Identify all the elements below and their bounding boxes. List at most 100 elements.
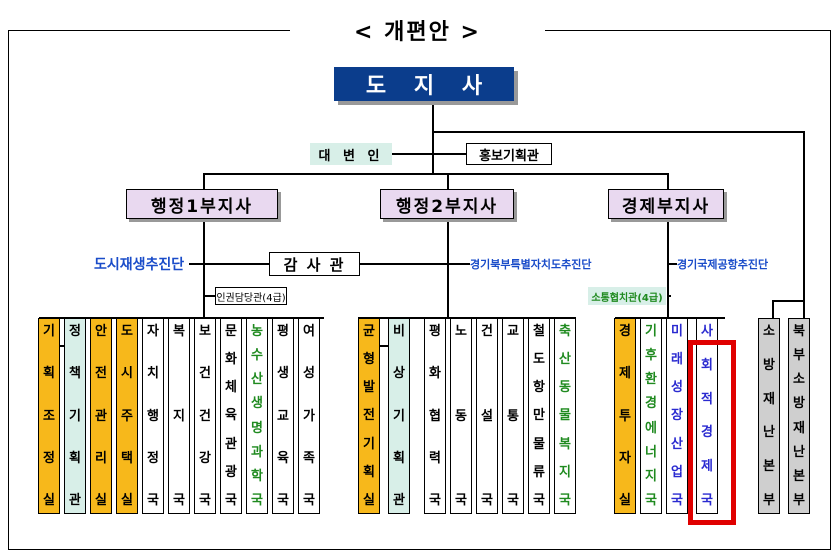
bureau-char: 육 bbox=[277, 450, 289, 466]
bureau-char: 정 bbox=[69, 324, 81, 339]
bureau-char: 국 bbox=[533, 492, 545, 508]
bureau-char: 항 bbox=[533, 380, 545, 396]
bureau-char: 리 bbox=[95, 450, 107, 466]
bureau-char: 철 bbox=[533, 324, 545, 339]
bureau-char: 실 bbox=[619, 493, 631, 508]
bureau-char: 국 bbox=[199, 493, 211, 508]
bureau-char: 재 bbox=[793, 420, 805, 436]
bureau-char: 주 bbox=[121, 408, 133, 424]
bureau-char: 전 bbox=[363, 408, 375, 424]
bureau-char: 실 bbox=[43, 493, 55, 508]
bureau-char: 국 bbox=[251, 492, 263, 508]
bureau-char: 산 bbox=[559, 352, 571, 368]
connector bbox=[203, 173, 668, 175]
bureau-char: 부 bbox=[763, 492, 775, 508]
bureau-char: 경 bbox=[645, 396, 657, 412]
connector bbox=[803, 131, 805, 321]
bureau-char: 축 bbox=[559, 324, 571, 339]
connector bbox=[447, 219, 449, 317]
communication-box: 소통협치관(4급) bbox=[588, 287, 666, 305]
bureau-char: 여 bbox=[303, 324, 315, 339]
bureau-char: 장 bbox=[671, 408, 683, 424]
bureau-char: 미 bbox=[671, 324, 683, 339]
bureau-char: 건 bbox=[481, 324, 493, 339]
governor-char: 지 bbox=[413, 74, 435, 99]
bureau-char: 국 bbox=[429, 493, 441, 508]
vice-governor-2-box: 행정2부지사 bbox=[380, 189, 514, 219]
spokesperson-box: 대 변 인 bbox=[310, 143, 392, 165]
governor-char: 도 bbox=[365, 74, 387, 99]
bureau-char: 물 bbox=[533, 436, 545, 452]
bureau-char: 정 bbox=[43, 450, 55, 466]
bureau-char: 성 bbox=[671, 380, 683, 396]
bureau-char: 기 bbox=[645, 324, 657, 339]
bureau-char: 경 bbox=[619, 324, 631, 339]
bureau-char: 난 bbox=[793, 444, 805, 460]
bureau-char: 정 bbox=[147, 450, 159, 466]
bureau-char: 국 bbox=[701, 492, 713, 508]
bureau-char: 후 bbox=[645, 348, 657, 364]
bureau-char: 가 bbox=[303, 408, 315, 424]
bureau-char: 동 bbox=[455, 408, 467, 424]
bureau-char: 기 bbox=[363, 436, 375, 452]
economic-vice-governor-box: 경제부지사 bbox=[608, 189, 724, 219]
connector bbox=[203, 219, 205, 317]
connector bbox=[447, 173, 449, 191]
bureau-char: 래 bbox=[671, 352, 683, 368]
bureau-char: 족 bbox=[303, 450, 315, 466]
bureau-char: 국 bbox=[507, 493, 519, 508]
bureau-char: 제 bbox=[701, 459, 713, 475]
bureau-char: 협 bbox=[429, 408, 441, 424]
bureau-char: 너 bbox=[645, 444, 657, 460]
bureau-char: 난 bbox=[763, 425, 775, 441]
bureau-char: 국 bbox=[645, 492, 657, 508]
bureau-char: 경 bbox=[701, 425, 713, 441]
bureau-char: 과 bbox=[251, 444, 263, 460]
bureau-char: 발 bbox=[363, 380, 375, 396]
connector bbox=[360, 263, 470, 265]
bureau-char: 생 bbox=[251, 396, 263, 412]
bureau-char: 회 bbox=[701, 357, 713, 373]
bureau-char: 도 bbox=[121, 324, 133, 339]
bureau-char: 육 bbox=[225, 408, 237, 424]
bureau-char: 화 bbox=[225, 352, 237, 368]
connector bbox=[189, 263, 269, 265]
bureau-char: 류 bbox=[533, 464, 545, 480]
bureau-char: 생 bbox=[277, 366, 289, 382]
bureau-char: 화 bbox=[429, 366, 441, 382]
bureau-char: 국 bbox=[455, 493, 467, 508]
bureau-char: 북 bbox=[793, 324, 805, 339]
bureau-char: 평 bbox=[429, 324, 441, 339]
bureau-char: 실 bbox=[95, 493, 107, 508]
bureau-char: 국 bbox=[277, 493, 289, 508]
bureau-char: 국 bbox=[303, 493, 315, 508]
bureau-char: 관 bbox=[69, 493, 81, 508]
audit-box: 감 사 관 bbox=[269, 252, 360, 276]
bureau-char: 국 bbox=[225, 492, 237, 508]
bureau-char: 상 bbox=[393, 366, 405, 382]
bureau-char: 국 bbox=[173, 493, 185, 508]
connector bbox=[667, 173, 669, 191]
bureau-char: 복 bbox=[173, 324, 185, 339]
airport-unit: 경기국제공항추진단 bbox=[677, 258, 769, 271]
bureau-char: 국 bbox=[481, 493, 493, 508]
connector bbox=[772, 300, 804, 302]
bureau-char: 산 bbox=[251, 372, 263, 388]
bureau-char: 력 bbox=[429, 450, 441, 466]
bureau-char: 광 bbox=[225, 464, 237, 480]
bureau-char: 자 bbox=[619, 450, 631, 466]
bureau-char: 지 bbox=[645, 468, 657, 484]
bureau-char: 체 bbox=[225, 380, 237, 396]
bureau-char: 부 bbox=[793, 492, 805, 508]
bureau-char: 적 bbox=[701, 391, 713, 407]
